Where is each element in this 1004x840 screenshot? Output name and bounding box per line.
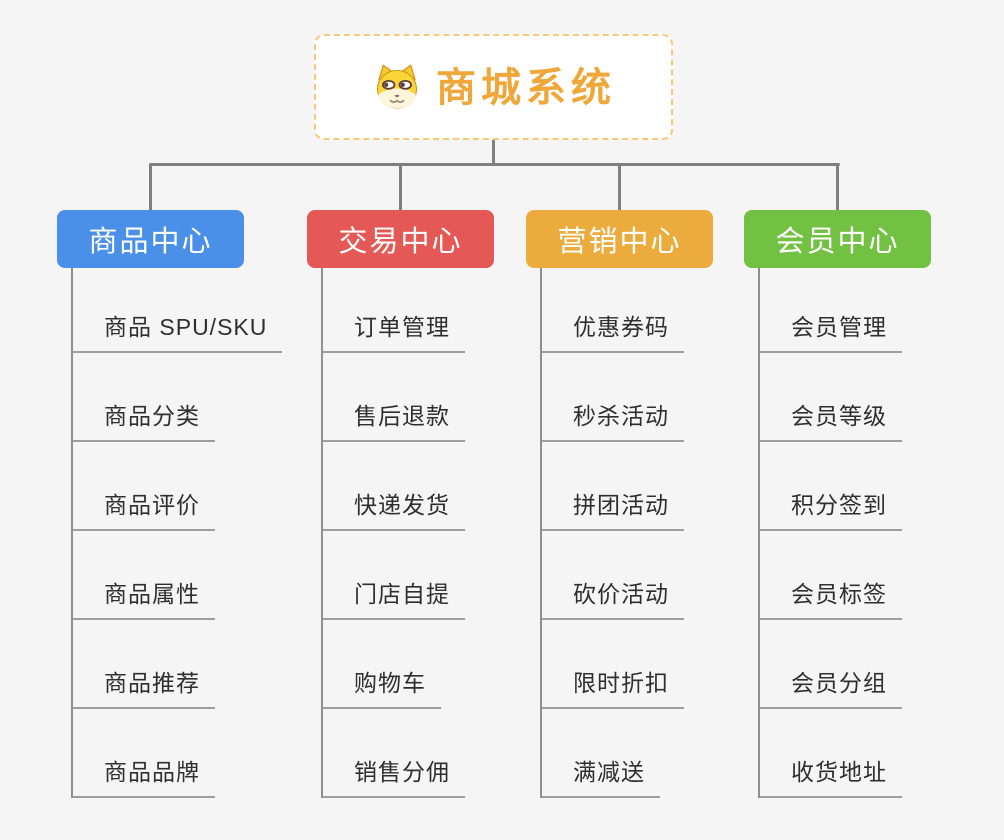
child-row: 快递发货: [321, 442, 494, 531]
branch-node-member-center[interactable]: 会员中心: [744, 210, 931, 268]
child-node[interactable]: 满减送: [540, 753, 660, 798]
child-row: 优惠券码: [540, 268, 713, 353]
child-node[interactable]: 砍价活动: [540, 575, 684, 620]
child-row: 积分签到: [758, 442, 931, 531]
child-node[interactable]: 会员分组: [758, 664, 902, 709]
child-row: 会员标签: [758, 531, 931, 620]
branch-spine-line: [758, 268, 760, 798]
child-node[interactable]: 秒杀活动: [540, 397, 684, 442]
branch-column-marketing-center: 营销中心 优惠券码秒杀活动拼团活动砍价活动限时折扣满减送: [526, 210, 713, 798]
child-row: 秒杀活动: [540, 353, 713, 442]
child-node[interactable]: 门店自提: [321, 575, 465, 620]
branch-column-member-center: 会员中心 会员管理会员等级积分签到会员标签会员分组收货地址: [744, 210, 931, 798]
child-row: 商品评价: [71, 442, 244, 531]
child-row: 商品 SPU/SKU: [71, 268, 283, 353]
child-row: 满减送: [540, 709, 713, 798]
connector-root-stub: [492, 140, 495, 164]
child-node[interactable]: 销售分佣: [321, 753, 465, 798]
child-row: 门店自提: [321, 531, 494, 620]
branch-children: 商品 SPU/SKU 商品分类商品评价商品属性商品推荐商品品牌: [71, 268, 283, 798]
child-row: 商品属性: [71, 531, 244, 620]
child-row: 商品分类: [71, 353, 244, 442]
child-row: 商品品牌: [71, 709, 244, 798]
child-node[interactable]: 商品属性: [71, 575, 215, 620]
branch-spine-line: [540, 268, 542, 798]
child-node[interactable]: 商品 SPU/SKU: [71, 308, 283, 353]
child-node[interactable]: 拼团活动: [540, 486, 684, 531]
root-node[interactable]: 商城系统: [314, 34, 673, 140]
child-row: 会员等级: [758, 353, 931, 442]
child-node[interactable]: 会员等级: [758, 397, 902, 442]
child-node[interactable]: 会员管理: [758, 308, 902, 353]
child-row: 会员管理: [758, 268, 931, 353]
child-node[interactable]: 会员标签: [758, 575, 902, 620]
branch-children: 优惠券码秒杀活动拼团活动砍价活动限时折扣满减送: [540, 268, 713, 798]
branch-spine-line: [321, 268, 323, 798]
connector-branch-stub: [399, 165, 402, 210]
child-row: 拼团活动: [540, 442, 713, 531]
child-node[interactable]: 订单管理: [321, 308, 465, 353]
connector-horizontal-bar: [149, 163, 840, 166]
child-node[interactable]: 限时折扣: [540, 664, 684, 709]
child-row: 订单管理: [321, 268, 494, 353]
child-row: 购物车: [321, 620, 494, 709]
connector-branch-stub: [836, 165, 839, 210]
child-node[interactable]: 优惠券码: [540, 308, 684, 353]
branch-children: 订单管理售后退款快递发货门店自提购物车销售分佣: [321, 268, 494, 798]
connector-branch-stub: [149, 165, 152, 210]
child-row: 收货地址: [758, 709, 931, 798]
child-node[interactable]: 快递发货: [321, 486, 465, 531]
child-row: 销售分佣: [321, 709, 494, 798]
branch-column-trade-center: 交易中心 订单管理售后退款快递发货门店自提购物车销售分佣: [307, 210, 494, 798]
child-node[interactable]: 积分签到: [758, 486, 902, 531]
child-row: 砍价活动: [540, 531, 713, 620]
child-row: 限时折扣: [540, 620, 713, 709]
branch-children: 会员管理会员等级积分签到会员标签会员分组收货地址: [758, 268, 931, 798]
branch-node-trade-center[interactable]: 交易中心: [307, 210, 494, 268]
connector-branch-stub: [618, 165, 621, 210]
child-row: 会员分组: [758, 620, 931, 709]
child-node[interactable]: 售后退款: [321, 397, 465, 442]
child-node[interactable]: 商品分类: [71, 397, 215, 442]
child-node[interactable]: 商品品牌: [71, 753, 215, 798]
branch-node-product-center[interactable]: 商品中心: [57, 210, 244, 268]
branch-column-product-center: 商品中心 商品 SPU/SKU 商品分类商品评价商品属性商品推荐商品品牌: [57, 210, 283, 798]
child-node[interactable]: 商品推荐: [71, 664, 215, 709]
dog-face-icon: [371, 63, 423, 111]
child-node[interactable]: 购物车: [321, 664, 441, 709]
branch-spine-line: [71, 268, 73, 798]
child-row: 售后退款: [321, 353, 494, 442]
child-node[interactable]: 收货地址: [758, 753, 902, 798]
child-node[interactable]: 商品评价: [71, 486, 215, 531]
branch-node-marketing-center[interactable]: 营销中心: [526, 210, 713, 268]
child-row: 商品推荐: [71, 620, 244, 709]
root-title: 商城系统: [436, 66, 616, 110]
